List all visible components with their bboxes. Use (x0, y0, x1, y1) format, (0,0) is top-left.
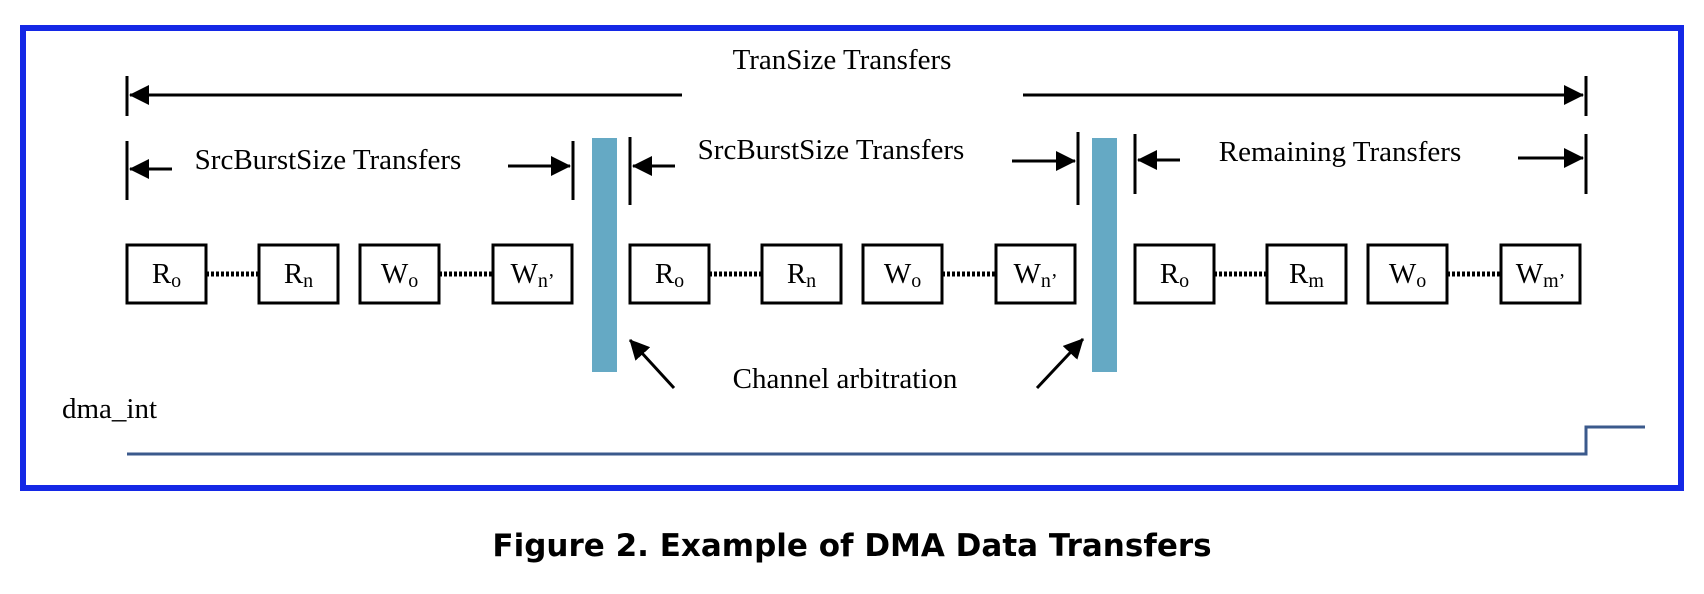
transfer-box-main: W (1013, 258, 1041, 290)
transfer-box-subscript: n’ (538, 270, 555, 292)
transfer-box-label: Wo (884, 258, 921, 292)
transfer-box-main: R (787, 258, 807, 290)
transfer-box-main: W (1516, 258, 1544, 290)
transfer-box-subscript: o (1179, 270, 1189, 292)
transfer-box-subscript: n (806, 270, 816, 292)
signal-label: dma_int (62, 393, 157, 425)
transfer-box-main: R (655, 258, 675, 290)
transfer-box (1366, 243, 1449, 305)
arbitration-label: Channel arbitration (733, 363, 958, 395)
transfer-box (1133, 243, 1216, 305)
transfer-box-main: R (1160, 258, 1180, 290)
transfer-box-subscript: n’ (1041, 270, 1058, 292)
transfer-box-subscript: o (171, 270, 181, 292)
transfer-box-subscript: o (911, 270, 921, 292)
figure-border (20, 25, 1684, 491)
transfer-box-label: Rm (1289, 258, 1324, 292)
transfer-box-main: R (152, 258, 172, 290)
arbitration-arrow-left (628, 338, 676, 390)
remaining-arrow (1133, 134, 1588, 194)
transfer-box-main: W (381, 258, 409, 290)
transfer-box-subscript: n (303, 270, 313, 292)
transfer-box (1499, 243, 1582, 305)
transfer-box (491, 243, 574, 305)
transfer-box-label: Wn’ (510, 258, 554, 292)
transfer-box-label: Wo (381, 258, 418, 292)
transfer-box-label: Rn (787, 258, 816, 292)
transfer-box-label: Rn (284, 258, 313, 292)
transfer-box (994, 243, 1077, 305)
transize-arrow (125, 76, 1588, 116)
arbitration-bar-1 (592, 138, 617, 372)
transfer-box (760, 243, 843, 305)
burst-2-arrow (628, 132, 1080, 205)
transfer-box-subscript: m (1308, 270, 1324, 292)
remaining-label: Remaining Transfers (1219, 136, 1461, 168)
figure-caption: Figure 2. Example of DMA Data Transfers (492, 528, 1211, 564)
transfer-box-subscript: o (1416, 270, 1426, 292)
burst-1-arrow (125, 141, 575, 200)
transfer-box-main: W (1389, 258, 1417, 290)
transfer-box-subscript: m’ (1543, 270, 1565, 292)
transfer-box-main: R (284, 258, 304, 290)
arbitration-arrow-right (1035, 337, 1085, 390)
transfer-box-main: R (1289, 258, 1309, 290)
burst-2-label: SrcBurstSize Transfers (698, 134, 965, 166)
transfer-box-label: Wm’ (1516, 258, 1566, 292)
transfer-box-label: Ro (1160, 258, 1189, 292)
transfer-box-subscript: o (674, 270, 684, 292)
transfer-box-label: Ro (655, 258, 684, 292)
dma-int-waveform (127, 425, 1645, 456)
transfer-box-main: W (510, 258, 538, 290)
transfer-box (358, 243, 441, 305)
arbitration-bar-2 (1092, 138, 1117, 372)
burst-1-label: SrcBurstSize Transfers (195, 144, 462, 176)
transize-label: TranSize Transfers (733, 44, 952, 76)
transfer-box (861, 243, 944, 305)
transfer-box (125, 243, 208, 305)
transfer-box (628, 243, 711, 305)
transfer-box-subscript: o (408, 270, 418, 292)
transfer-box-main: W (884, 258, 912, 290)
transfer-box-label: Ro (152, 258, 181, 292)
transfer-box (1265, 243, 1348, 305)
transfer-box-label: Wo (1389, 258, 1426, 292)
transfer-box-label: Wn’ (1013, 258, 1057, 292)
transfer-box (257, 243, 340, 305)
